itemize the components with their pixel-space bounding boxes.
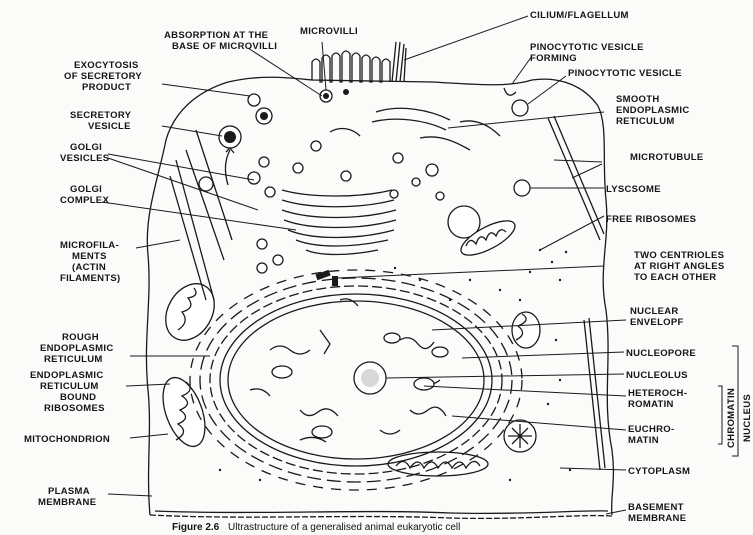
label-smooth-er: SMOOTH ENDOPLASMIC RETICULUM — [616, 94, 692, 127]
cilium — [392, 42, 406, 82]
mitochondria — [155, 214, 540, 476]
label-nucleus-bracket: NUCLEUS — [742, 394, 753, 442]
label-pinocytotic-vesicle: PINOCYTOTIC VESICLE — [568, 68, 682, 79]
labels: MICROVILLI CILIUM/FLAGELLUM ABSORPTION A… — [24, 10, 753, 524]
label-microfilaments: MICROFILA- MENTS (ACTIN FILAMENTS) — [60, 240, 122, 284]
label-pinocytotic-forming: PINOCYTOTIC VESICLE FORMING — [530, 42, 647, 64]
label-euchromatin: EUCHRO- MATIN — [628, 424, 677, 446]
basement-membrane — [150, 515, 612, 518]
label-two-centrioles: TWO CENTRIOLES AT RIGHT ANGLES TO EACH O… — [634, 250, 727, 283]
label-cytoplasm: CYTOPLASM — [628, 466, 690, 477]
figure-caption-text: Ultrastructure of a generalised animal e… — [228, 522, 460, 533]
smooth-er — [330, 108, 500, 150]
label-basement-membrane: BASEMENT MEMBRANE — [628, 502, 687, 524]
label-exocytosis: EXOCYTOSIS OF SECRETORY PRODUCT — [64, 60, 145, 93]
label-free-ribosomes: FREE RIBOSOMES — [606, 214, 696, 225]
label-chromatin-bracket: CHROMATIN — [726, 388, 737, 448]
label-microtubule: MICROTUBULE — [630, 152, 704, 163]
microtubule — [548, 116, 605, 470]
label-mitochondrion: MITOCHONDRION — [24, 434, 110, 445]
label-plasma-membrane: PLASMA MEMBRANE — [38, 486, 96, 508]
microfilaments — [170, 130, 232, 300]
label-golgi-vesicles: GOLGI VESICLES — [60, 142, 109, 164]
lysosome — [514, 180, 530, 196]
label-heterochromatin: HETEROCH- ROMATIN — [628, 388, 690, 410]
label-er-bound-ribosomes: ENDOPLASMIC RETICULUM BOUND RIBOSOMES — [30, 370, 106, 414]
label-microvilli: MICROVILLI — [300, 26, 358, 37]
label-absorption: ABSORPTION AT THE BASE OF MICROVILLI — [164, 30, 277, 52]
golgi-complex — [282, 190, 396, 255]
label-cilium-flagellum: CILIUM/FLAGELLUM — [530, 10, 629, 21]
cell-drawing — [146, 42, 613, 518]
label-rough-er: ROUGH ENDOPLASMIC RETICULUM — [40, 332, 116, 365]
plasma-membrane — [146, 77, 613, 515]
label-golgi-complex: GOLGI COMPLEX — [60, 184, 109, 206]
figure-caption: Figure 2.6 Ultrastructure of a generalis… — [172, 522, 460, 533]
pinocytotic-vesicle — [512, 100, 528, 116]
label-lysosome: LYSCSOME — [606, 184, 661, 195]
label-nucleopore: NUCLEOPORE — [626, 348, 696, 359]
figure-caption-number: Figure 2.6 — [172, 522, 220, 533]
label-nuclear-envelope: NUCLEAR ENVELOPF — [630, 306, 684, 328]
label-nucleolus: NUCLEOLUS — [626, 370, 688, 381]
label-secretory-vesicle: SECRETORY VESICLE — [70, 110, 134, 132]
